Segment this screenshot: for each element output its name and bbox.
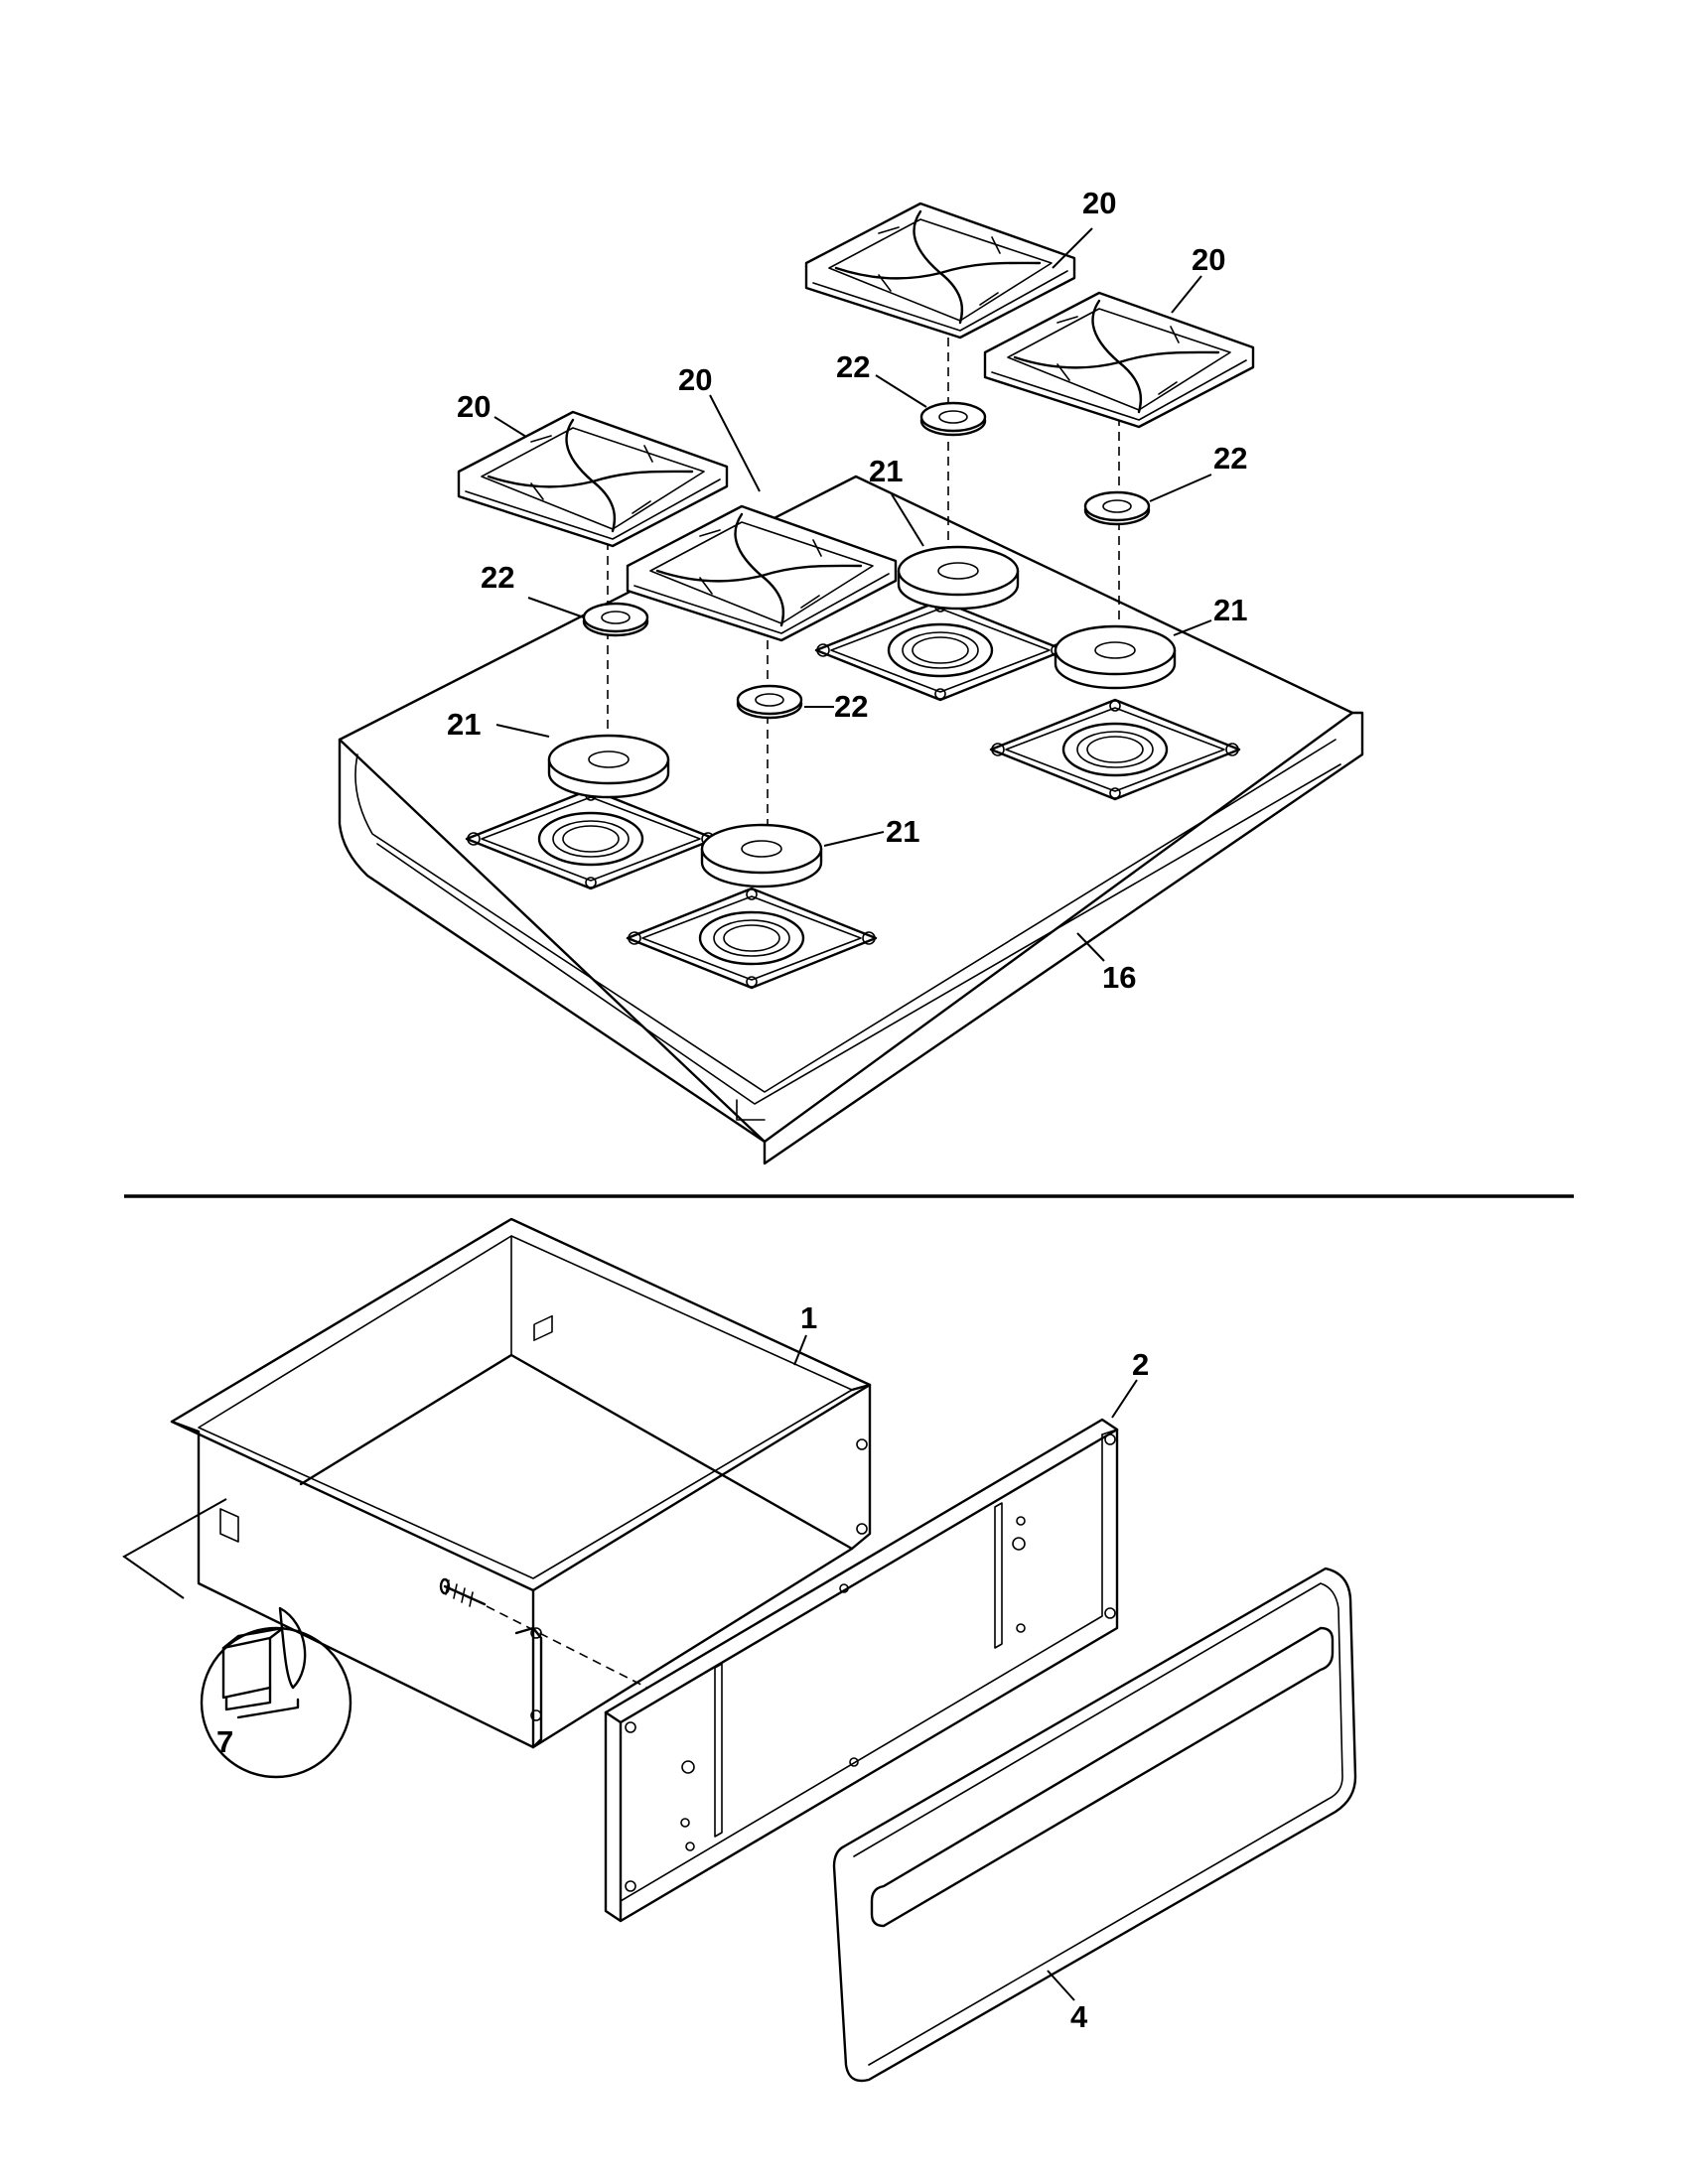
callout-burner-cap: 22 <box>836 349 870 384</box>
burner-grate-left-front <box>626 504 898 642</box>
drawer-front-frame <box>604 1418 1119 1923</box>
burner-cap-left-front <box>736 684 803 720</box>
callout-cooktop: 16 <box>1102 960 1136 995</box>
callout-clip: 7 <box>216 1724 233 1759</box>
leader-line <box>1052 227 1093 269</box>
burner-grate-right-front <box>983 291 1255 429</box>
leader-line <box>527 597 585 618</box>
burner-cap-right-front <box>1083 490 1151 526</box>
leader-line <box>122 1498 227 1599</box>
callout-drawer-panel: 4 <box>1070 1999 1088 2034</box>
callout-burner-head: 21 <box>1213 593 1247 627</box>
callout-grate: 20 <box>678 362 712 397</box>
leader-line <box>1149 474 1212 502</box>
callout-burner-cap: 22 <box>481 560 514 595</box>
leader-line <box>1171 275 1202 314</box>
burner-head-right-front <box>1054 624 1177 690</box>
clip-detail <box>200 1606 352 1779</box>
callout-grate: 20 <box>1082 186 1116 220</box>
burner-grate-left-rear <box>457 410 729 548</box>
burner-pan-right-rear <box>814 599 1066 702</box>
burner-pan-left-front <box>626 887 878 990</box>
leader-line <box>1047 1970 1075 2001</box>
burner-head-right-rear <box>897 545 1020 611</box>
leader-line <box>875 374 927 408</box>
callout-burner-head: 21 <box>886 814 919 849</box>
leader-line <box>709 394 761 492</box>
leader-line <box>495 724 550 738</box>
burner-pan-left-rear <box>465 787 717 890</box>
burner-grate-right-rear <box>804 202 1076 340</box>
cooktop <box>338 475 1364 1165</box>
drawer-screw <box>439 1577 487 1607</box>
burner-head-left-rear <box>547 734 670 799</box>
leader-line <box>823 831 885 847</box>
leader-line <box>1111 1379 1138 1419</box>
drawer-panel <box>832 1567 1357 2083</box>
callout-burner-cap: 22 <box>834 689 868 724</box>
callout-grate: 20 <box>1192 242 1225 277</box>
burner-pan-right-front <box>989 698 1241 801</box>
burner-cap-left-rear <box>582 602 649 637</box>
burner-head-left-front <box>700 823 823 888</box>
callout-burner-cap: 22 <box>1213 441 1247 476</box>
callout-burner-head: 21 <box>447 707 481 742</box>
callout-drawer: 1 <box>800 1300 817 1335</box>
drawer-body <box>170 1217 872 1749</box>
burner-cap-right-rear <box>919 401 987 437</box>
callout-drawer-front-frame: 2 <box>1132 1347 1149 1382</box>
leader-line <box>1076 932 1105 962</box>
callout-burner-head: 21 <box>869 454 903 488</box>
leader-line <box>493 416 527 438</box>
callout-grate: 20 <box>457 389 491 424</box>
leader-line <box>1173 619 1212 636</box>
leader-line <box>793 1334 807 1366</box>
leader-line <box>891 493 924 547</box>
